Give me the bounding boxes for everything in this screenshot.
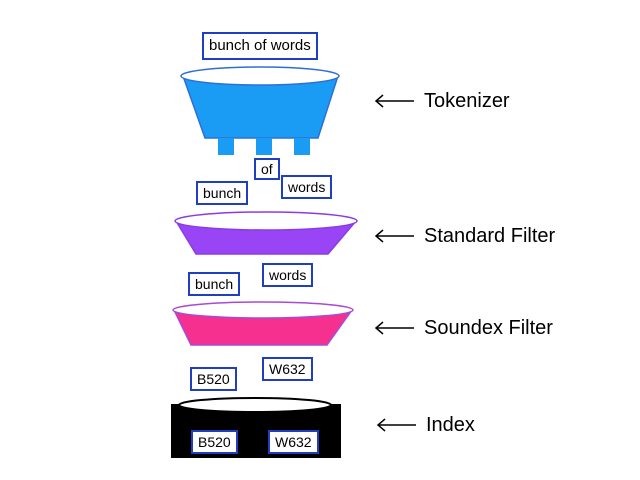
token-b520: B520 bbox=[190, 367, 237, 391]
tokenizer-spout-right bbox=[294, 138, 310, 155]
index-token-b520: B520 bbox=[191, 430, 238, 454]
token-words: words bbox=[281, 175, 333, 199]
arrow-left-icon bbox=[376, 418, 416, 432]
index-token-w632: W632 bbox=[268, 430, 319, 454]
token-bunch-filtered: bunch bbox=[188, 272, 241, 296]
stage-label-standard-filter: Standard Filter bbox=[424, 225, 556, 247]
index-cylinder-top bbox=[178, 397, 332, 413]
arrow-left-icon bbox=[374, 229, 414, 243]
tokenizer-spout-left bbox=[218, 138, 234, 155]
token-w632: W632 bbox=[262, 357, 313, 381]
input-text-box: bunch of words bbox=[202, 32, 318, 60]
token-bunch: bunch bbox=[196, 181, 249, 205]
standard-filter-funnel-rim bbox=[174, 211, 358, 231]
soundex-filter-funnel-rim bbox=[172, 301, 354, 319]
standard-filter-funnel bbox=[174, 211, 358, 255]
stage-label-tokenizer: Tokenizer bbox=[424, 90, 510, 112]
tokenizer-funnel bbox=[180, 66, 340, 155]
tokenizer-funnel-rim bbox=[180, 66, 340, 86]
tokenizer-spout-middle bbox=[256, 138, 272, 155]
token-of: of bbox=[254, 158, 280, 180]
token-words-filtered: words bbox=[262, 263, 314, 287]
arrow-left-icon bbox=[374, 321, 414, 335]
arrow-left-icon bbox=[374, 94, 414, 108]
stage-label-soundex-filter: Soundex Filter bbox=[424, 317, 553, 339]
stage-label-index: Index bbox=[426, 414, 475, 436]
soundex-filter-funnel bbox=[172, 301, 354, 346]
